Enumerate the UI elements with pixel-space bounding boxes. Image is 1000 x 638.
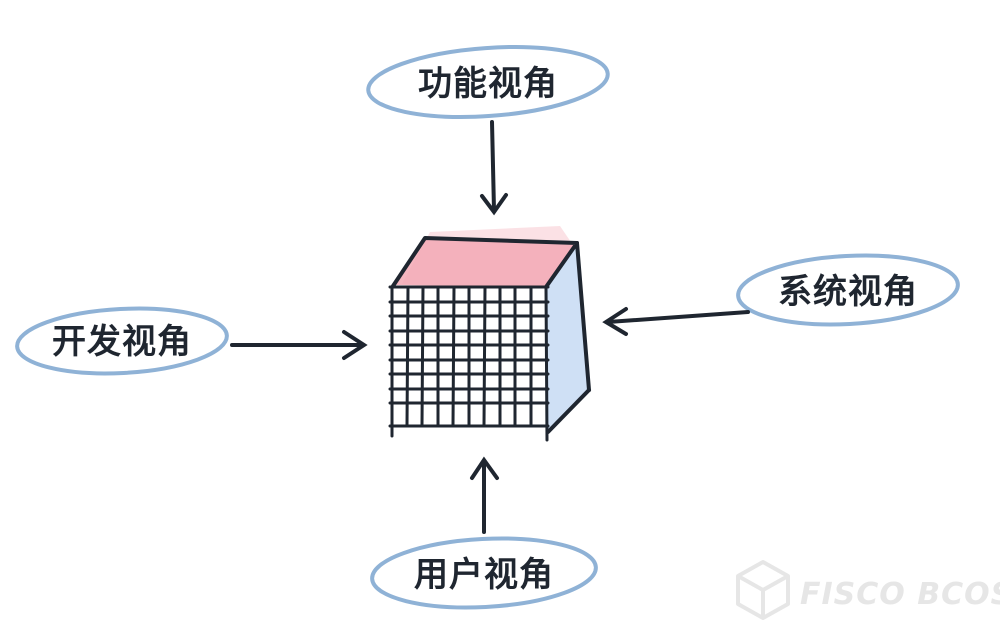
node-functional-view-label: 功能视角 — [418, 64, 558, 104]
cube-logo-icon — [736, 560, 790, 620]
node-user-view-label: 用户视角 — [414, 555, 554, 595]
node-system-view: 系统视角 — [736, 253, 960, 327]
central-cube — [388, 226, 591, 442]
watermark-text: FISCO BCOS — [800, 577, 1000, 612]
cube-outline — [391, 236, 591, 434]
node-functional-view: 功能视角 — [366, 45, 610, 119]
node-user-view: 用户视角 — [370, 536, 598, 610]
node-system-view-label: 系统视角 — [778, 272, 918, 312]
arrow-top-to-cube — [480, 120, 508, 216]
cube-top-face — [393, 238, 577, 287]
cube-front-face-grid — [388, 285, 550, 442]
node-functional-view-ellipse — [366, 45, 610, 119]
arrow-left-to-cube — [230, 330, 368, 360]
node-development-view-label: 开发视角 — [52, 322, 192, 362]
node-system-view-ellipse — [736, 253, 960, 327]
watermark: FISCO BCOS — [736, 560, 1000, 620]
node-user-view-ellipse — [370, 536, 598, 610]
node-development-view-ellipse — [15, 306, 229, 376]
arrow-right-to-cube — [602, 307, 750, 336]
arrow-bottom-to-cube — [470, 456, 499, 534]
node-development-view: 开发视角 — [15, 306, 229, 376]
cube-side-face — [546, 243, 589, 432]
